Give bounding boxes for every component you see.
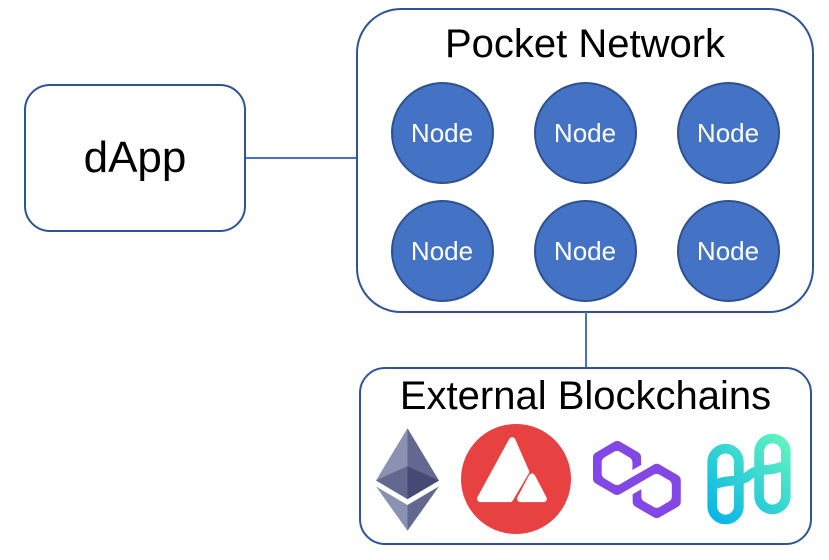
- polygon-logo-icon: [593, 440, 681, 518]
- node-label: Node: [696, 235, 760, 266]
- harmony-logo-icon: [707, 433, 791, 525]
- blockchain-logos-row: [361, 423, 810, 535]
- node-circle: Node: [676, 82, 780, 184]
- node-label: Node: [553, 117, 617, 148]
- node-label: Node: [410, 117, 474, 148]
- node-circle: Node: [533, 82, 637, 184]
- pocket-to-blockchains-connector: [585, 312, 587, 368]
- node-label: Node: [410, 235, 474, 266]
- external-blockchains-title: External Blockchains: [399, 374, 772, 418]
- external-blockchains-box: External Blockchains: [359, 367, 812, 545]
- node-circle: Node: [533, 200, 637, 302]
- node-circle: Node: [390, 82, 494, 184]
- node-circle: Node: [676, 200, 780, 302]
- node-label: Node: [696, 117, 760, 148]
- pocket-network-title: Pocket Network: [444, 22, 726, 66]
- node-circle: Node: [390, 200, 494, 302]
- dapp-label: dApp: [83, 133, 187, 182]
- node-label: Node: [553, 235, 617, 266]
- ethereum-logo-icon: [376, 427, 439, 531]
- avalanche-logo-icon: [461, 424, 571, 534]
- dapp-to-pocket-connector: [246, 157, 357, 159]
- dapp-box: dApp: [24, 84, 246, 232]
